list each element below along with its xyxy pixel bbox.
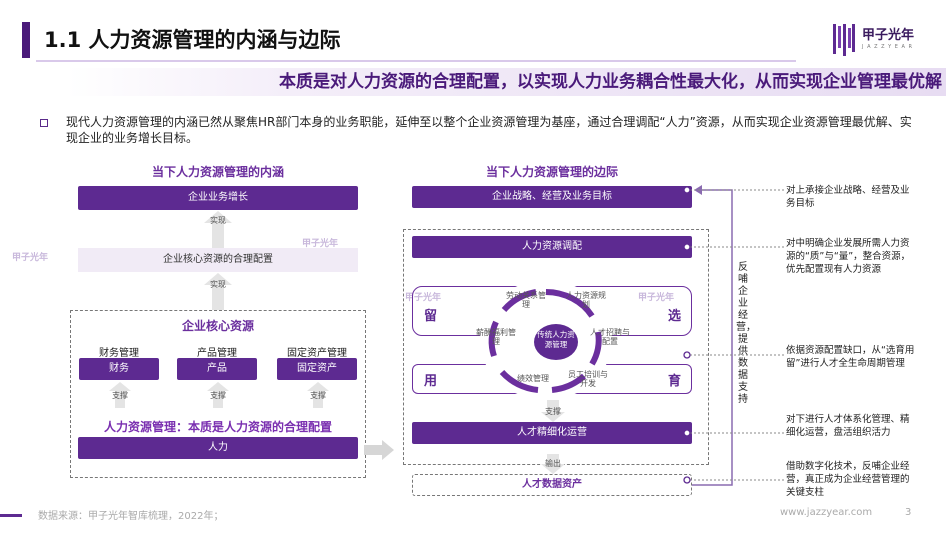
jazzyear-logo-icon bbox=[833, 24, 855, 56]
fixed-assets-box: 固定资产 bbox=[277, 358, 357, 380]
cycle-item-compensation: 薪酬福利管理 bbox=[476, 328, 516, 346]
quadrant-retain: 留 bbox=[424, 309, 438, 324]
note-strategy: 对上承接企业战略、经营及业务目标 bbox=[786, 185, 910, 209]
intro-paragraph: 现代人力资源管理的内涵已然从聚焦HR部门本身的业务职能，延伸至以整个企业资源管理… bbox=[66, 115, 912, 145]
business-growth-box: 企业业务增长 bbox=[78, 186, 358, 210]
column-header-fixed-assets: 固定资产管理 bbox=[287, 348, 347, 359]
quadrant-select: 选 bbox=[668, 309, 682, 324]
fine-operation-box: 人才精细化运营 bbox=[412, 422, 692, 444]
quadrant-develop: 育 bbox=[668, 374, 682, 389]
cycle-item-training: 员工培训与开发 bbox=[568, 370, 608, 388]
arrow-label-support: 支撑 bbox=[112, 391, 128, 400]
title-underline bbox=[36, 60, 796, 62]
arrow-label-realize: 实现 bbox=[210, 216, 226, 225]
note-connectors bbox=[683, 186, 785, 484]
page-title: 1.1 人力资源管理的内涵与边际 bbox=[44, 28, 341, 52]
arrow-label-support: 支撑 bbox=[310, 391, 326, 400]
column-header-product: 产品管理 bbox=[197, 348, 237, 359]
core-resource-allocation-box: 企业核心资源的合理配置 bbox=[78, 248, 358, 272]
title-accent-bar bbox=[22, 22, 30, 58]
cycle-item-hr-planning: 人力资源规划 bbox=[566, 291, 606, 309]
right-arrow-icon bbox=[364, 440, 394, 460]
hr-essence-title: 人力资源管理：本质是人力资源的合理配置 bbox=[103, 420, 332, 434]
cycle-center-circle bbox=[534, 324, 578, 360]
footer-accent bbox=[0, 514, 22, 517]
watermark: 甲子光年 bbox=[638, 293, 675, 303]
up-arrow-icon bbox=[204, 211, 232, 248]
source-note: 数据来源：甲子光年智库梳理，2022年； bbox=[38, 511, 224, 522]
watermark: 甲子光年 bbox=[405, 293, 442, 303]
up-arrow-icon bbox=[204, 273, 232, 310]
cycle-item-labor-relations: 劳动关系管理 bbox=[506, 291, 546, 309]
finance-box: 财务 bbox=[79, 358, 159, 380]
feedback-label: 反哺企业经营，提供数据支持 bbox=[736, 262, 756, 406]
down-arrow-icon bbox=[541, 400, 565, 422]
note-fine-operation: 对下进行人才体系化管理、精细化运营，盘活组织活力 bbox=[786, 414, 910, 438]
arrow-label-realize: 实现 bbox=[210, 280, 226, 289]
website-url: www.jazzyear.com bbox=[780, 507, 873, 518]
arrow-label-support: 支撑 bbox=[210, 391, 226, 400]
core-resources-title: 企业核心资源 bbox=[181, 319, 254, 333]
talent-data-assets-box: 人才数据资产 bbox=[412, 474, 692, 496]
up-arrow-icon bbox=[207, 382, 229, 408]
arrow-label-support: 支撑 bbox=[545, 407, 561, 416]
logo-text: 甲子光年 bbox=[862, 28, 915, 43]
watermark: 甲子光年 bbox=[12, 253, 49, 263]
note-allocation: 对中明确企业发展所需人力资源的“质”与“量”，整合资源，优先配置现有人力资源 bbox=[786, 238, 911, 275]
quadrant-use: 用 bbox=[424, 374, 438, 389]
core-resources-container bbox=[70, 310, 366, 478]
down-arrow-icon bbox=[541, 454, 565, 474]
manpower-box: 人力 bbox=[78, 437, 358, 459]
page-number: 3 bbox=[905, 507, 912, 518]
cycle-center-label: 传统人力资源管理 bbox=[537, 330, 575, 349]
note-lifecycle: 依据资源配置缺口，从“选育用留”进行人才全生命周期管理 bbox=[786, 345, 915, 369]
left-section-title: 当下人力资源管理的内涵 bbox=[151, 165, 284, 179]
right-section-title: 当下人力资源管理的边际 bbox=[485, 165, 618, 179]
logo-subtext: J A Z Z Y E A R bbox=[862, 44, 913, 50]
subtitle-banner: 本质是对人力资源的合理配置，以实现人力业务耦合性最大化，从而实现企业管理最优解 bbox=[66, 68, 946, 96]
bullet-square-icon bbox=[40, 119, 48, 127]
arrow-label-output: 输出 bbox=[545, 459, 561, 468]
hr-allocation-box: 人力资源调配 bbox=[412, 236, 692, 258]
watermark: 甲子光年 bbox=[302, 239, 339, 249]
strategy-goal-box: 企业战略、经营及业务目标 bbox=[412, 186, 692, 208]
cycle-item-performance: 绩效管理 bbox=[517, 374, 549, 383]
up-arrow-icon bbox=[109, 382, 131, 408]
up-arrow-icon bbox=[307, 382, 329, 408]
note-digital: 借助数字化技术，反哺企业经营，真正成为企业经营管理的关键支柱 bbox=[786, 461, 910, 498]
cycle-item-recruitment: 人才招聘与配置 bbox=[590, 328, 630, 346]
cycle-ring bbox=[488, 289, 602, 393]
column-header-finance: 财务管理 bbox=[99, 348, 139, 359]
product-box: 产品 bbox=[177, 358, 257, 380]
